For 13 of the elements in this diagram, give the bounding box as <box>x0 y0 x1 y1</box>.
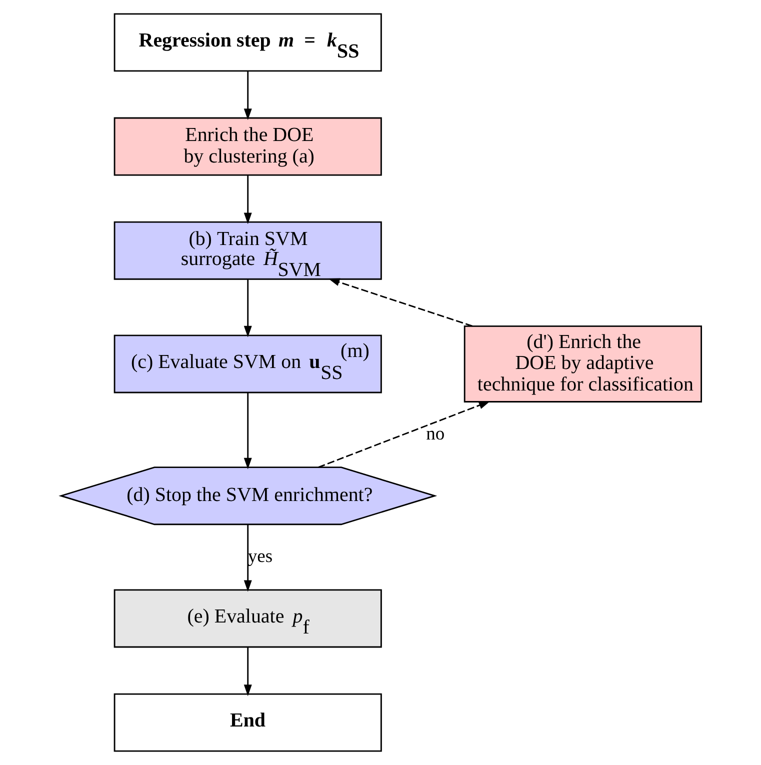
node-box: End <box>113 693 382 752</box>
node-box: Enrich the DOE by clustering (a) <box>113 117 382 176</box>
arrow <box>243 175 252 224</box>
arrow <box>243 279 252 338</box>
arrow <box>328 278 472 327</box>
arrow <box>243 647 252 696</box>
arrow <box>243 70 252 120</box>
node-box: (d') Enrich the DOE by adaptive technique for classification <box>463 325 702 402</box>
edge-label: no <box>426 423 444 444</box>
arrow <box>243 392 252 470</box>
edge-label: yes <box>247 546 272 568</box>
arrow <box>318 401 490 468</box>
arrow <box>243 524 252 592</box>
